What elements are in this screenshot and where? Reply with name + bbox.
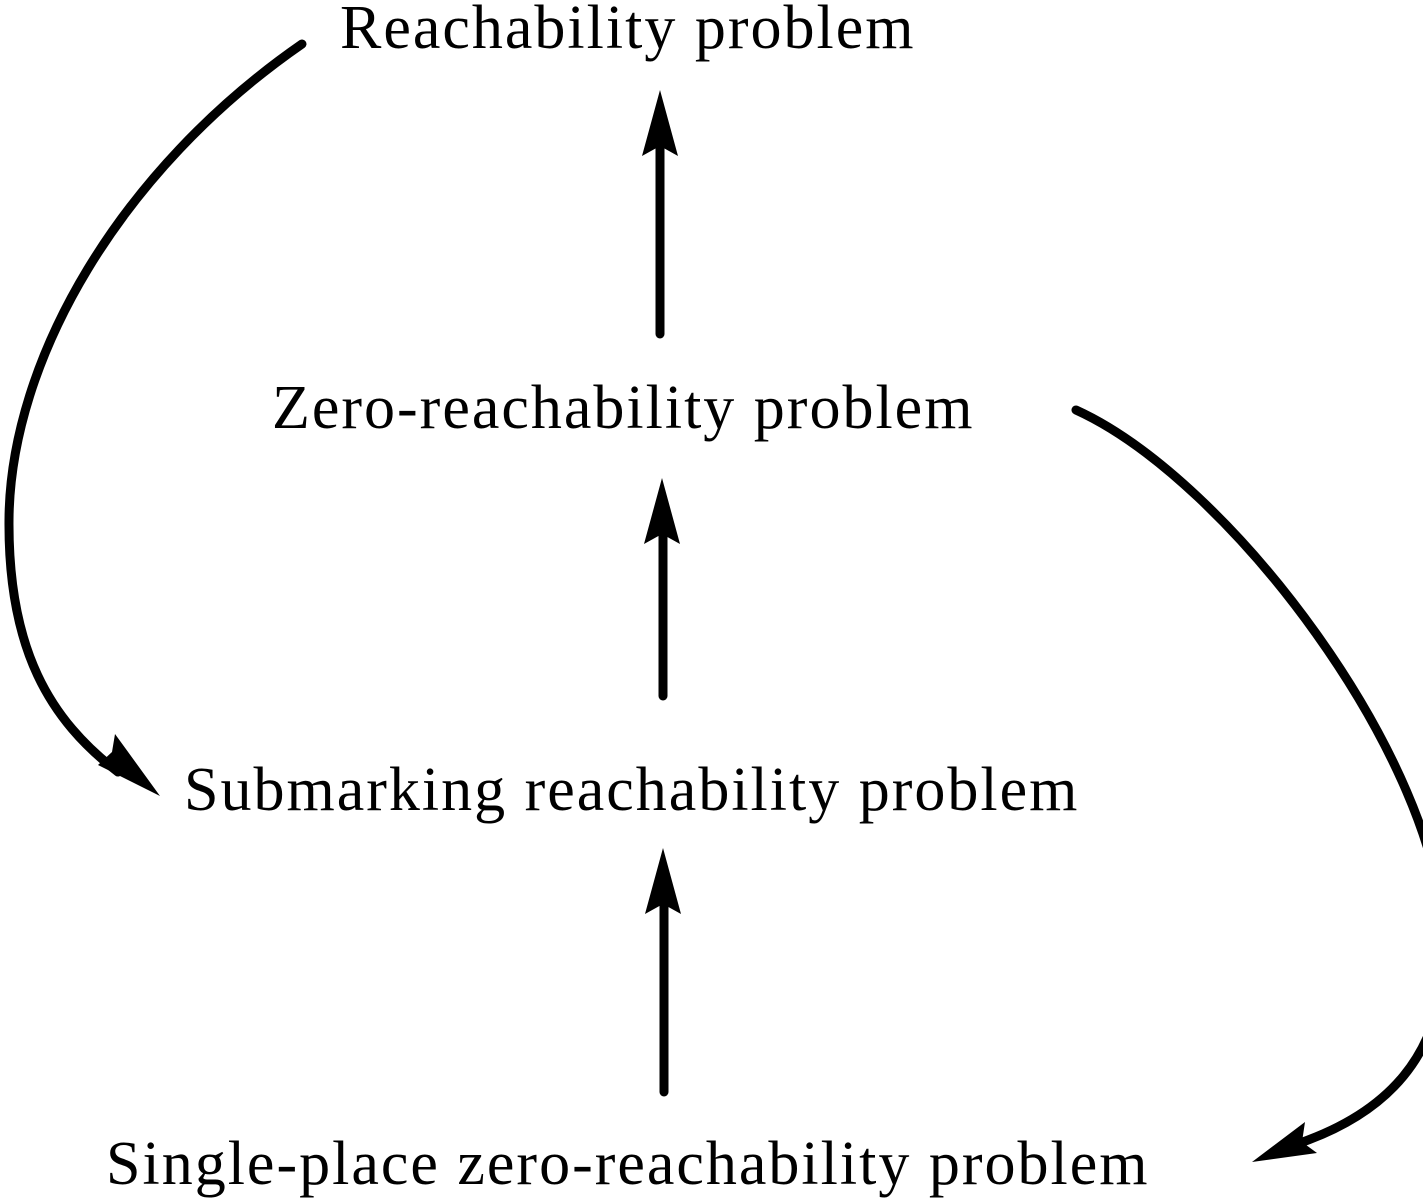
edge-submarking-to-zero — [644, 478, 680, 701]
node-reachability: Reachability problem — [340, 0, 915, 62]
node-zero-reachability: Zero-reachability problem — [272, 374, 974, 442]
edge-zero-to-single-place — [1071, 405, 1423, 1162]
node-single-place-zero-reachability: Single-place zero-reachability problem — [106, 1130, 1149, 1198]
edge-zero-to-reachability — [642, 90, 678, 339]
node-submarking-reachability: Submarking reachability problem — [184, 756, 1079, 824]
edge-reachability-to-submarking — [4, 39, 307, 796]
edge-single-place-to-submarking — [645, 848, 681, 1097]
